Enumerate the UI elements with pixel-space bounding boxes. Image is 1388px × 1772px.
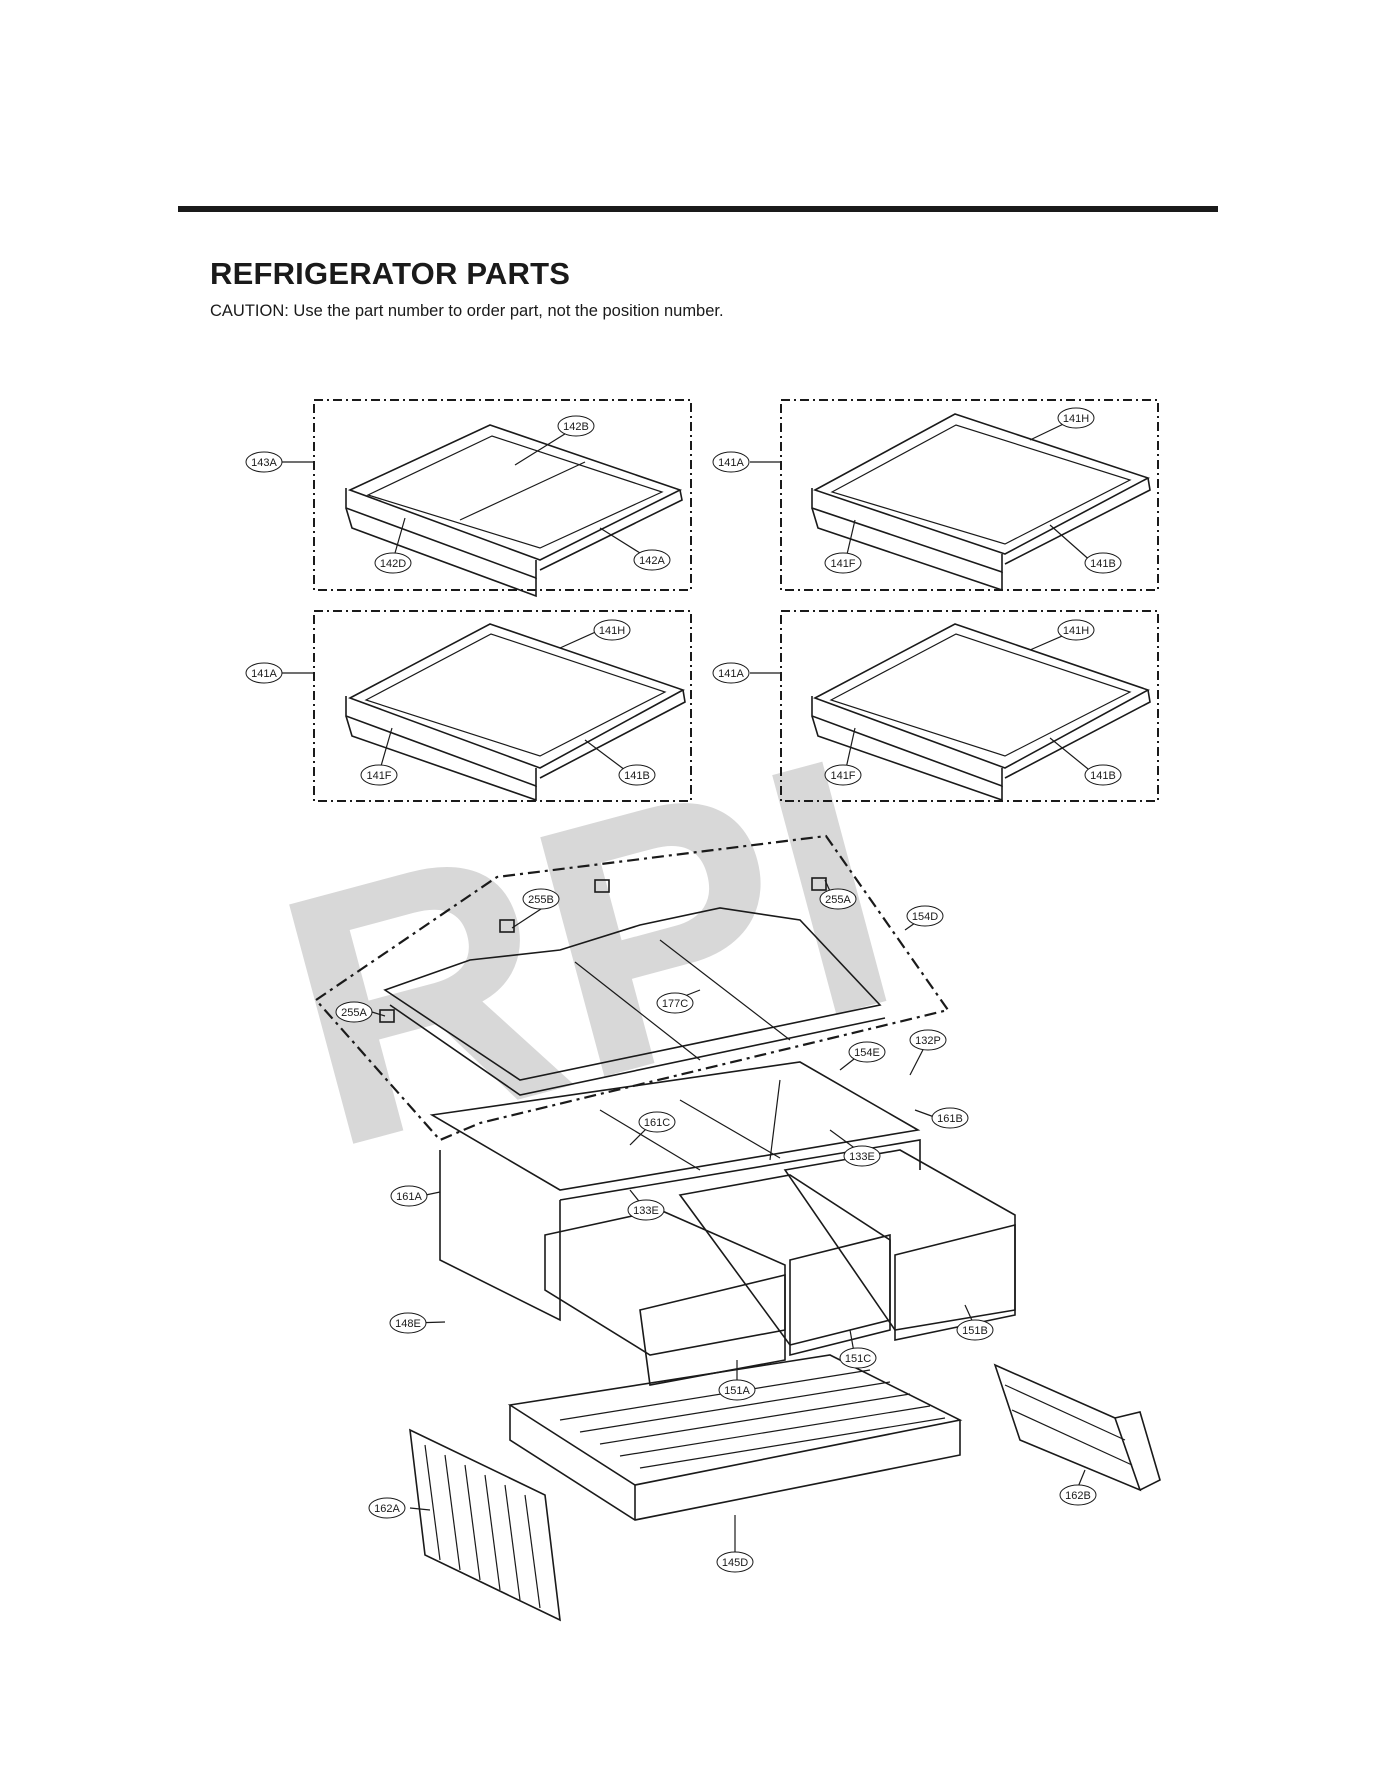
rail-162b-drawing bbox=[993, 1363, 1161, 1492]
callout-143a: 143A bbox=[245, 451, 283, 473]
callout-151b: 151B bbox=[956, 1319, 994, 1341]
callout-label: 255A bbox=[825, 894, 851, 906]
callout-161b: 161B bbox=[931, 1107, 969, 1129]
callout-label: 154E bbox=[854, 1047, 880, 1059]
callout-161a: 161A bbox=[390, 1185, 428, 1207]
callout-145d: 145D bbox=[716, 1551, 754, 1573]
watermark: RPI bbox=[246, 681, 930, 1225]
callout-label: 141B bbox=[624, 770, 650, 782]
callout-label: 141A bbox=[718, 457, 744, 469]
callout-141f: 141F bbox=[824, 552, 862, 574]
callout-142b: 142B bbox=[557, 415, 595, 437]
callout-label: 142B bbox=[563, 421, 589, 433]
callout-141a: 141A bbox=[712, 662, 750, 684]
callout-label: 151B bbox=[962, 1325, 988, 1337]
callout-label: 141A bbox=[251, 668, 277, 680]
callout-label: 151C bbox=[845, 1353, 871, 1365]
callout-label: 133E bbox=[849, 1151, 875, 1163]
callout-label: 141F bbox=[830, 558, 855, 570]
callout-142a: 142A bbox=[633, 549, 671, 571]
callout-label: 154D bbox=[912, 911, 938, 923]
callout-154d: 154D bbox=[906, 905, 944, 927]
watermark-text: RPI bbox=[246, 681, 930, 1225]
callout-177c: 177C bbox=[656, 992, 694, 1014]
callout-162a: 162A bbox=[368, 1497, 406, 1519]
callout-label: 162B bbox=[1065, 1490, 1091, 1502]
callout-label: 141H bbox=[1063, 413, 1089, 425]
callout-label: 145D bbox=[722, 1557, 748, 1569]
panel-shelf-141a-middle-right bbox=[780, 610, 1159, 802]
callout-148e: 148E bbox=[389, 1312, 427, 1334]
callout-141a: 141A bbox=[712, 451, 750, 473]
panel-shelf-141a-top-right bbox=[780, 399, 1159, 591]
panel-shelf-143a bbox=[313, 399, 692, 591]
callout-label: 141F bbox=[366, 770, 391, 782]
callout-141b: 141B bbox=[1084, 764, 1122, 786]
header-rule bbox=[178, 206, 1218, 212]
shelf-drawing-141a-middle-left bbox=[345, 623, 686, 802]
callout-label: 141H bbox=[1063, 625, 1089, 637]
callout-label: 143A bbox=[251, 457, 277, 469]
callout-label: 255B bbox=[528, 894, 554, 906]
caution-note: CAUTION: Use the part number to order pa… bbox=[210, 302, 724, 320]
callout-label: 141H bbox=[599, 625, 625, 637]
callout-141b: 141B bbox=[1084, 552, 1122, 574]
callout-label: 148E bbox=[395, 1318, 421, 1330]
callout-141h: 141H bbox=[1057, 619, 1095, 641]
shelf-drawing-141a-middle-right bbox=[811, 623, 1151, 802]
callout-label: 142D bbox=[380, 558, 406, 570]
bottom-tray-drawing bbox=[507, 1354, 963, 1521]
callout-label: 141B bbox=[1090, 558, 1116, 570]
callout-label: 255A bbox=[341, 1007, 367, 1019]
drawers-drawing bbox=[544, 1149, 1016, 1386]
crisper-cover-drawing bbox=[379, 877, 886, 1096]
callout-label: 142A bbox=[639, 555, 665, 567]
shelf-drawing-143a bbox=[345, 424, 683, 598]
callout-label: 151A bbox=[724, 1385, 750, 1397]
callout-label: 161A bbox=[396, 1191, 422, 1203]
callout-141b: 141B bbox=[618, 764, 656, 786]
callout-161c: 161C bbox=[638, 1111, 676, 1133]
shelf-drawing-141a-top-right bbox=[811, 413, 1151, 592]
callout-141h: 141H bbox=[1057, 407, 1095, 429]
callout-162b: 162B bbox=[1059, 1484, 1097, 1506]
panel-shelf-141a-middle-left bbox=[313, 610, 692, 802]
callout-255b: 255B bbox=[522, 888, 560, 910]
callout-label: 133E bbox=[633, 1205, 659, 1217]
callout-141f: 141F bbox=[824, 764, 862, 786]
callout-133e: 133E bbox=[627, 1199, 665, 1221]
callout-154e: 154E bbox=[848, 1041, 886, 1063]
callout-141a: 141A bbox=[245, 662, 283, 684]
callout-142d: 142D bbox=[374, 552, 412, 574]
callout-label: 132P bbox=[915, 1035, 941, 1047]
callout-255a: 255A bbox=[819, 888, 857, 910]
callout-label: 161B bbox=[937, 1113, 963, 1125]
drawer-frame-drawing bbox=[429, 1061, 921, 1322]
callout-label: 177C bbox=[662, 998, 688, 1010]
rail-162a-drawing bbox=[409, 1428, 561, 1622]
callout-label: 141B bbox=[1090, 770, 1116, 782]
callout-label: 161C bbox=[644, 1117, 670, 1129]
callout-133e: 133E bbox=[843, 1145, 881, 1167]
callout-151a: 151A bbox=[718, 1379, 756, 1401]
callout-151c: 151C bbox=[839, 1347, 877, 1369]
callout-132p: 132P bbox=[909, 1029, 947, 1051]
callout-255a: 255A bbox=[335, 1001, 373, 1023]
callout-141h: 141H bbox=[593, 619, 631, 641]
callout-141f: 141F bbox=[360, 764, 398, 786]
page-title: REFRIGERATOR PARTS bbox=[210, 256, 571, 291]
cover-assembly-outline-154d bbox=[314, 834, 950, 1142]
callout-label: 141A bbox=[718, 668, 744, 680]
callout-label: 162A bbox=[374, 1503, 400, 1515]
callout-label: 141F bbox=[830, 770, 855, 782]
